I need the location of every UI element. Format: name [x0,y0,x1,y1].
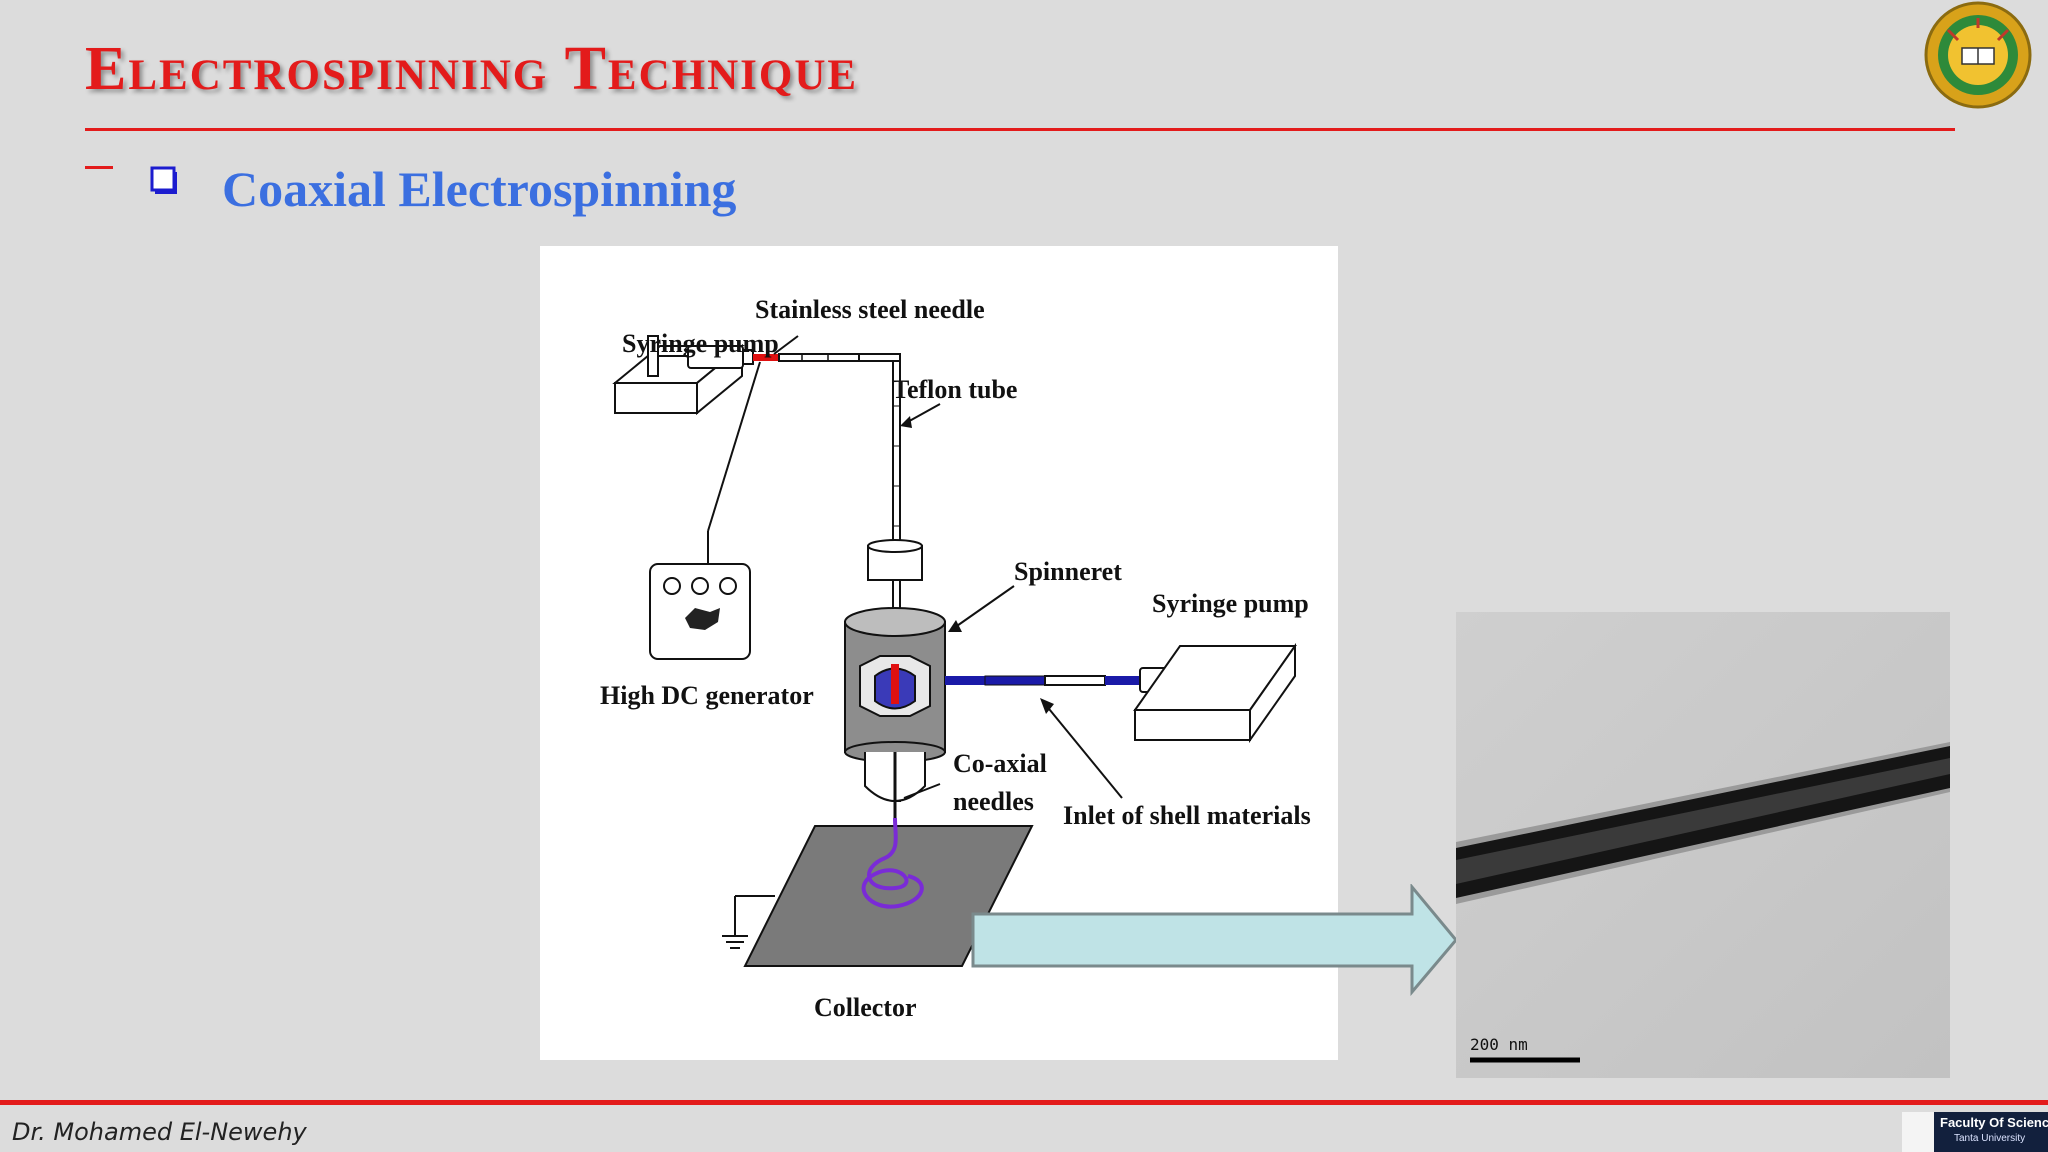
footer-author: Dr. Mohamed El-Newehy [12,1118,307,1146]
label-teflon-tube: Teflon tube [892,375,1017,404]
title-divider [85,128,1955,131]
faculty-badge: Faculty Of Science Tanta University [1902,1112,2048,1152]
syringe-pump-right [1133,642,1297,744]
section-heading: Coaxial Electrospinning [222,161,737,217]
faculty-line-1: Faculty Of Science [1940,1115,2048,1130]
slide-title: Electrospinning Technique [85,35,859,103]
footer-divider [0,1100,2048,1105]
pointing-arrow-icon [971,884,1458,996]
square-bullet-icon [150,166,177,194]
title-divider-tail [85,166,113,169]
label-coaxial-2: needles [953,787,1034,816]
high-dc-generator [649,361,761,660]
label-stainless-needle: Stainless steel needle [755,295,985,324]
label-collector: Collector [814,993,917,1022]
label-coaxial-1: Co-axial [953,749,1047,778]
label-syringe-pump-right: Syringe pump [1152,589,1309,618]
label-spinneret: Spinneret [1014,557,1122,586]
label-inlet: Inlet of shell materials [1063,801,1311,830]
label-high-dc: High DC generator [600,681,814,710]
syringe-pump-top [612,335,754,416]
faculty-emblem-icon [1902,1112,1934,1152]
university-logo [1924,1,2032,109]
tem-fiber-image: 200 nm [1456,612,1950,1078]
faculty-line-2: Tanta University [1954,1133,2026,1144]
tem-scale-label: 200 nm [1470,1035,1528,1054]
label-syringe-pump-top: Syringe pump [622,329,779,358]
